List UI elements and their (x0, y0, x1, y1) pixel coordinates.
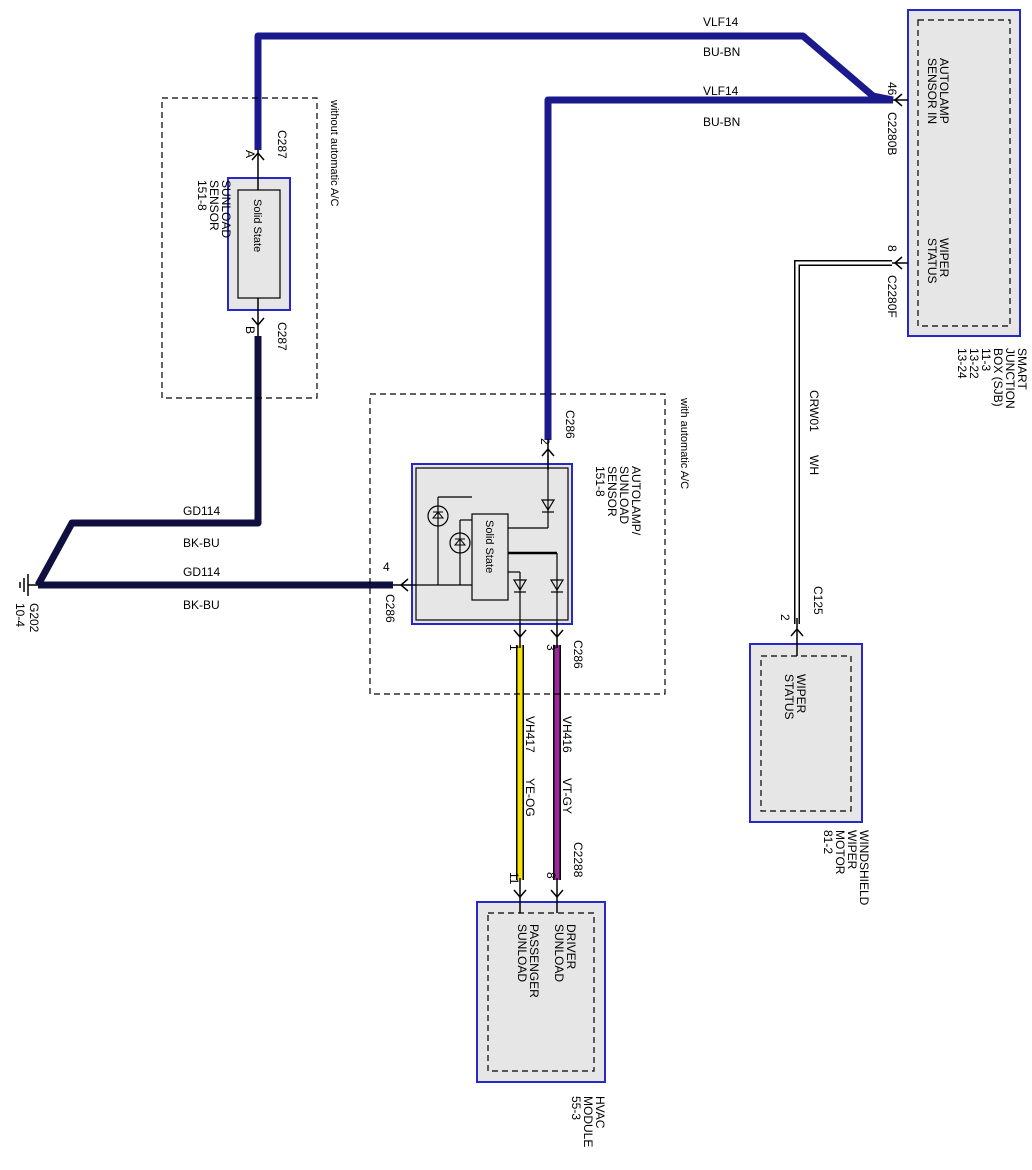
sjb-name-5: 13-22 (967, 348, 981, 379)
sunload-sensor: without automatic A/C Solid State SUNLOA… (161, 97, 340, 399)
wire-vlf14-lower-color: BU-BN (703, 115, 740, 129)
smart-junction-box: AUTOLAMP SENSOR IN WIPER STATUS SMART JU… (907, 9, 1029, 409)
wire-vh416-circuit: VH416 (560, 716, 574, 753)
autolamp-sunload-sensor: with automatic A/C Solid State AUTOLAMP/… (369, 393, 690, 695)
sunload-option-note: without automatic A/C (328, 99, 340, 206)
wiper-motor-name-2: WIPER (845, 830, 859, 870)
wire-gd114-lower-color: BK-BU (183, 598, 220, 612)
c2280f-pin: 8 (885, 245, 899, 252)
wire-vlf14-upper-circuit: VLF14 (703, 15, 739, 29)
hvac-pin-passenger-1: PASSENGER (527, 924, 541, 998)
sjb-name-2: JUNCTION (1003, 348, 1017, 409)
sjb-name-1: SMART (1015, 348, 1029, 390)
c287a-label: C287 (275, 130, 289, 159)
sunload-name-3: 151-8 (195, 180, 209, 211)
hvac-name-1: HVAC (593, 1096, 607, 1129)
c287b-label: C287 (275, 322, 289, 351)
hvac-name-3: 55-3 (569, 1096, 583, 1120)
sjb-pin-autolamp: AUTOLAMP (937, 58, 951, 124)
c125-label: C125 (811, 586, 825, 615)
c286-4-label: C286 (383, 594, 397, 623)
wire-vlf14-upper (254, 32, 894, 150)
c125-pin: 2 (778, 614, 792, 621)
autolamp-option-note: with automatic A/C (678, 397, 690, 489)
c287b-pin: B (243, 326, 257, 334)
hvac-name-2: MODULE (581, 1096, 595, 1147)
wire-vlf14-upper-color: BU-BN (703, 45, 740, 59)
hvac-module: DRIVER SUNLOAD PASSENGER SUNLOAD HVAC MO… (476, 901, 607, 1147)
autolamp-name-3: SENSOR (605, 466, 619, 517)
hvac-pin-passenger-2: SUNLOAD (515, 924, 529, 982)
wiper-motor-pin-2: STATUS (782, 674, 796, 720)
sjb-pin-wiper-2: STATUS (925, 238, 939, 284)
wire-crw01-inner (795, 261, 892, 624)
c2288-label: C2288 (571, 842, 585, 878)
autolamp-name-2: SUNLOAD (617, 466, 631, 524)
sjb-name-6: 13-24 (955, 348, 969, 379)
wire-crw01-circuit: CRW01 (807, 390, 821, 432)
ground-ref: 10-4 (13, 603, 27, 627)
ground-name: G202 (27, 603, 41, 633)
sunload-solid-state: Solid State (251, 199, 263, 252)
wire-vlf14-lower-circuit: VLF14 (703, 84, 739, 98)
wire-crw01-color: WH (807, 455, 821, 475)
c2280b-pin: 46 (885, 82, 899, 96)
autolamp-name-1: AUTOLAMP/ (629, 466, 643, 536)
c2288-pin8: 8 (544, 872, 558, 879)
c286-2-pin: 2 (538, 438, 552, 445)
windshield-wiper-motor: WIPER STATUS WINDSHIELD WIPER MOTOR 81-2 (749, 643, 871, 906)
connector-c287-b: C287 B (243, 298, 289, 351)
wire-gd114-upper (34, 336, 262, 587)
c286-2-label: C286 (563, 410, 577, 439)
hvac-pin-driver-1: DRIVER (564, 924, 578, 970)
wire-vh417-color: YE-OG (523, 778, 537, 817)
c2288-pin11: 11 (507, 872, 521, 885)
wiper-motor-pin-1: WIPER (794, 674, 808, 714)
wire-vlf14-lower (544, 96, 893, 440)
wire-vh416-color: VT-GY (560, 778, 574, 814)
autolamp-solid-state: Solid State (483, 520, 495, 573)
autolamp-name-4: 151-8 (593, 466, 607, 497)
sjb-pin-autolamp-2: SENSOR IN (925, 58, 939, 124)
wire-gd114-lower-circuit: GD114 (183, 565, 220, 579)
c286-bottom-label: C286 (571, 640, 585, 669)
c287a-pin: A (243, 150, 257, 158)
c2280f-label: C2280F (885, 275, 899, 318)
wiper-motor-name-3: MOTOR (833, 830, 847, 875)
connector-c2280b: 46 C2280B (885, 82, 908, 155)
c286-pin1: 1 (507, 644, 521, 651)
wire-vh417-circuit: VH417 (523, 716, 537, 753)
wiper-motor-name-4: 81-2 (821, 830, 835, 854)
sjb-name-4: 11-3 (979, 348, 993, 371)
hvac-pin-driver-2: SUNLOAD (552, 924, 566, 982)
c2280b-label: C2280B (885, 112, 899, 155)
sunload-name-2: SENSOR (207, 180, 221, 231)
c286-pin3: 3 (544, 644, 558, 651)
connector-c286-pin4: 4 C286 (383, 560, 416, 623)
connector-c286-pin2: C286 2 (538, 410, 577, 470)
wire-gd114-upper-circuit: GD114 (183, 504, 220, 518)
connector-c125: C125 2 (778, 586, 825, 656)
connector-c286-bottom: 1 3 C286 (507, 622, 585, 669)
sunload-name-1: SUNLOAD (219, 180, 233, 238)
wiper-motor-name-1: WINDSHIELD (857, 830, 871, 906)
connector-c2288: C2288 8 11 (507, 842, 585, 913)
connector-c287-a: C287 A (243, 130, 289, 190)
sjb-name-3: BOX (SJB) (991, 348, 1005, 407)
sjb-pin-wiper: WIPER (937, 238, 951, 278)
wire-gd114-upper-color: BK-BU (183, 536, 220, 550)
wire-crw01-outer (794, 260, 892, 624)
connector-c2280f: 8 C2280F (885, 245, 908, 318)
ground-g202: G202 10-4 (13, 574, 41, 633)
c286-4-pin: 4 (383, 560, 390, 574)
